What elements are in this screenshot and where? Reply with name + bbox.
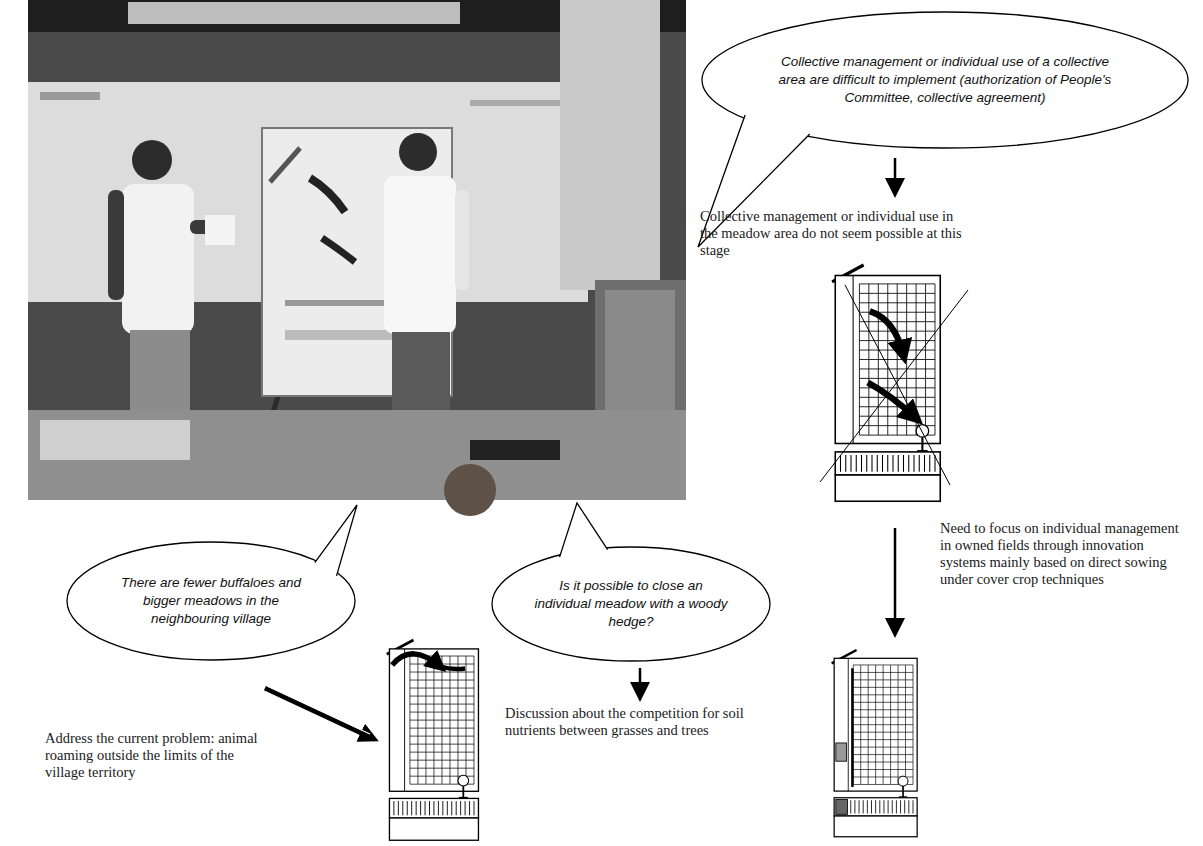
- workshop-photo: [455, 190, 469, 290]
- village-icon: [836, 743, 847, 761]
- flow-arrow: [265, 688, 372, 738]
- flow-arrow: [639, 668, 642, 697]
- village-icon: [832, 650, 917, 837]
- workshop-photo: [560, 0, 660, 290]
- bubble-text: There are fewer buffaloes and bigger mea…: [106, 574, 316, 628]
- annotation-text: Need to focus on individual management i…: [940, 520, 1192, 588]
- cross-line: [845, 285, 950, 485]
- bubble-outline: [315, 505, 357, 576]
- workshop-photo: [395, 232, 455, 246]
- bubble-outline: [560, 503, 608, 557]
- workshop-photo: [205, 215, 235, 245]
- workshop-photo: [40, 92, 100, 100]
- workshop-photo: [132, 140, 172, 180]
- bubble-outline: [560, 503, 608, 557]
- annotation-text: Collective management or individual use …: [700, 208, 965, 259]
- bubble-outline: [67, 542, 355, 660]
- workshop-photo: [128, 2, 460, 24]
- workshop-photo: [444, 464, 496, 516]
- workshop-photo: [470, 100, 560, 106]
- village-icon: [387, 640, 479, 840]
- workshop-photo: [270, 148, 300, 182]
- cross-line: [820, 290, 968, 482]
- annotation-text: Address the current problem: animal roam…: [45, 730, 273, 781]
- speech-bubble: Collective management or individual use …: [700, 10, 1190, 150]
- bubble-outline: [492, 547, 770, 661]
- bubble-outline: [315, 505, 357, 576]
- annotation-text: Discussion about the competition for soi…: [505, 705, 753, 739]
- bubble-text: Is it possible to close an individual me…: [530, 577, 733, 631]
- workshop-photo: [28, 0, 686, 500]
- workshop-photo: [28, 0, 686, 516]
- workshop-photo: [108, 190, 124, 300]
- workshop-photo: [470, 440, 560, 460]
- flow-arrow: [267, 686, 370, 734]
- workshop-photo: [605, 290, 675, 430]
- village-icon: [440, 667, 465, 669]
- village-icon: [392, 654, 440, 667]
- village-icon: [836, 799, 848, 814]
- workshop-photo: [310, 178, 345, 212]
- workshop-photo: [322, 238, 355, 262]
- village-icon: [870, 311, 904, 355]
- speech-bubble: Is it possible to close an individual me…: [490, 545, 772, 663]
- village-icon: [832, 265, 940, 501]
- flow-arrow: [894, 528, 897, 633]
- workshop-photo: [399, 133, 437, 171]
- workshop-photo: [122, 184, 194, 334]
- village-icon: [387, 640, 479, 840]
- speech-bubble: There are fewer buffaloes and bigger mea…: [65, 540, 357, 662]
- village-icon: [832, 650, 917, 837]
- village-icon: [851, 668, 853, 787]
- workshop-photo: [40, 420, 190, 460]
- workshop-photo: [384, 176, 456, 334]
- bubble-text: Collective management or individual use …: [769, 53, 1122, 107]
- flow-arrow: [894, 158, 897, 193]
- village-icon: [832, 265, 940, 501]
- workshop-photo: [28, 410, 686, 500]
